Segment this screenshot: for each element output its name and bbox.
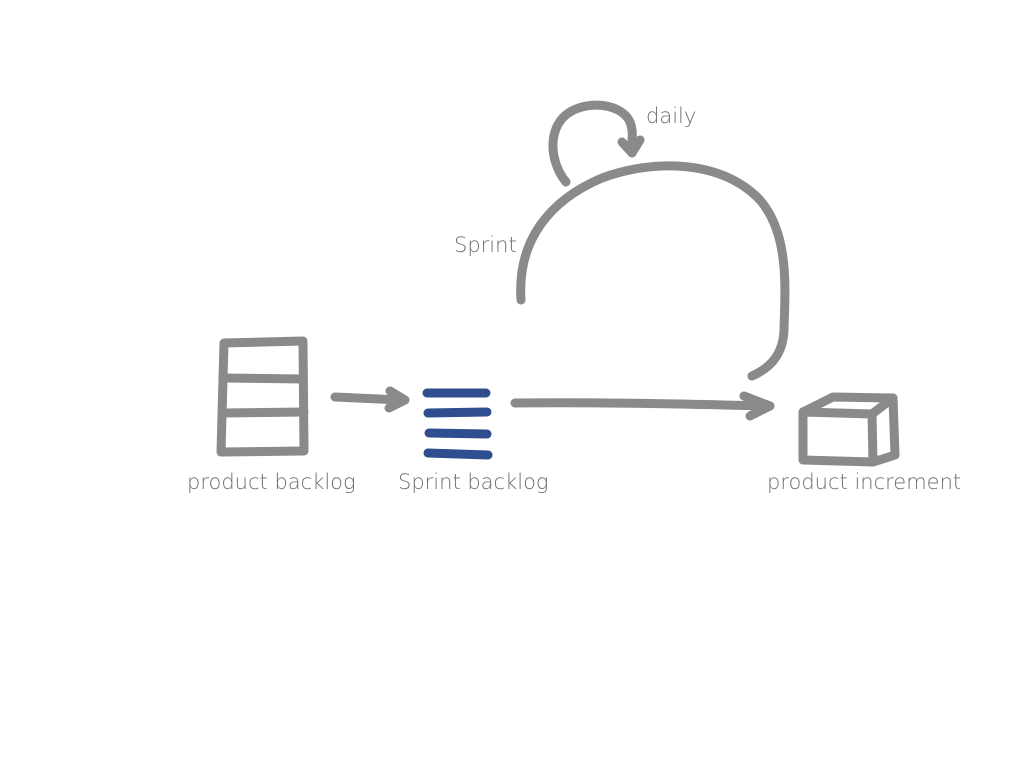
backlog-to-sprint-arrow (330, 386, 410, 413)
product-increment-cube-icon (798, 392, 900, 467)
product-backlog-label: product backlog (187, 470, 356, 494)
daily-label: daily (646, 104, 697, 128)
sprint-backlog-lines-icon (422, 388, 493, 460)
sprint-backlog-label: Sprint backlog (398, 470, 549, 494)
daily-loop-arrow (548, 100, 645, 187)
sprint-loop-arc (516, 161, 790, 381)
sprint-label: Sprint (454, 233, 517, 257)
product-increment-label: product increment (767, 470, 962, 494)
product-backlog-stack-icon (216, 336, 309, 457)
sprint-to-increment-arrow (510, 391, 775, 421)
